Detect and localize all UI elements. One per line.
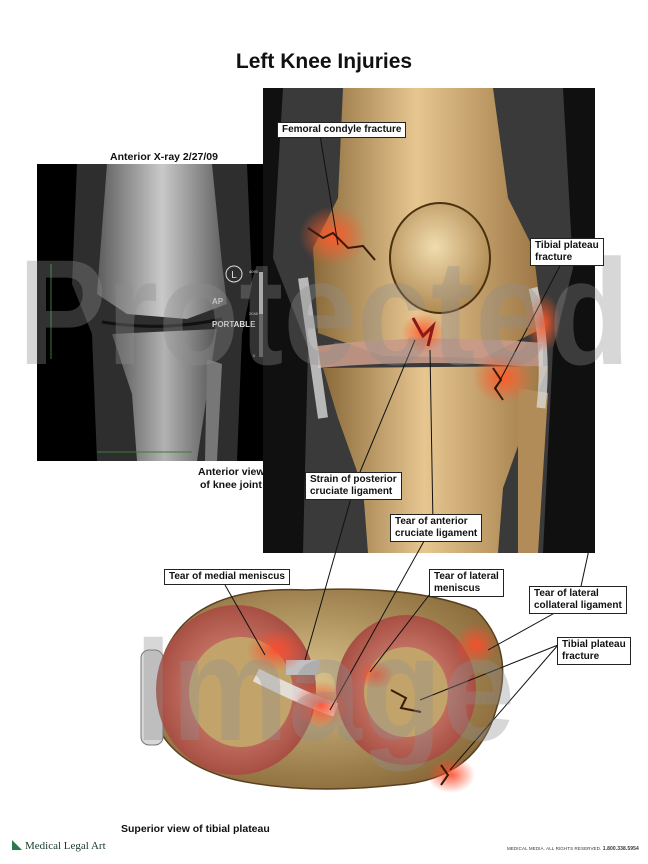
label-lcl-tear: Tear of lateral collateral ligament [529,586,627,614]
scale-bottom: 0 [253,353,256,358]
label-acl-line2: cruciate ligament [395,528,478,539]
label-tibial-plateau-fracture-upper: Tibial plateau fracture [530,238,604,266]
knee-anterior-illustration [263,88,595,553]
scale-top: 4095 [249,269,259,274]
superior-caption: Superior view of tibial plateau [121,823,270,835]
label-tibial-upper-line1: Tibial plateau [535,240,599,251]
label-tibial-lower-line1: Tibial plateau [562,639,626,650]
watermark-bottom: Image [135,604,515,772]
label-pcl-line2: cruciate ligament [310,486,393,497]
label-acl-tear: Tear of anterior cruciate ligament [390,514,483,542]
label-tibial-plateau-fracture-lower: Tibial plateau fracture [557,637,631,665]
page-title: Left Knee Injuries [235,50,413,73]
anterior-caption-line2: of knee joint [200,479,262,491]
label-pcl-line1: Strain of posterior [310,474,397,485]
watermark-top: Protected [18,228,630,396]
label-pcl-strain: Strain of posterior cruciate ligament [305,472,402,500]
tibial-plateau-fracture-glow [473,353,533,403]
patella [389,202,491,314]
label-acl-line1: Tear of anterior [395,516,468,527]
lcl-injury-glow [525,293,561,353]
label-femoral-condyle-fracture: Femoral condyle fracture [277,122,407,138]
brand-logo-icon [12,840,22,850]
side-marker: L [231,270,237,281]
footer-phone: 1.800.338.5954 [602,846,639,852]
femoral-fracture-glow [299,206,367,266]
label-tibial-upper-line2: fracture [535,252,573,263]
label-lcl-line1: Tear of lateral [534,588,599,599]
overlay-portable: PORTABLE [212,320,256,329]
xray-image: L AP PORTABLE 4095 2048 0 [37,164,282,461]
brand-name: Medical Legal Art [25,840,106,852]
label-lcl-line2: collateral ligament [534,600,622,611]
label-lateral-meniscus-line2: meniscus [434,583,481,594]
footer-rights-text: MEDICAL MEDIA. ALL RIGHTS RESERVED. [507,846,602,851]
label-tibial-lower-line2: fracture [562,651,600,662]
anterior-caption-line1: Anterior view [198,466,265,478]
brand-logo: Medical Legal Art [12,840,106,852]
scale-mid: 2048 [249,311,259,316]
side-marker-circle [225,265,243,283]
footer-rights: MEDICAL MEDIA. ALL RIGHTS RESERVED. 1.80… [507,846,639,852]
overlay-ap: AP [212,297,224,306]
tibial-plateau-superior-illustration [136,580,516,805]
label-lateral-meniscus-line1: Tear of lateral [434,571,499,582]
label-lateral-meniscus-tear: Tear of lateral meniscus [429,569,504,597]
label-medial-meniscus-tear: Tear of medial meniscus [164,569,290,585]
xray-caption: Anterior X-ray 2/27/09 [110,151,218,163]
